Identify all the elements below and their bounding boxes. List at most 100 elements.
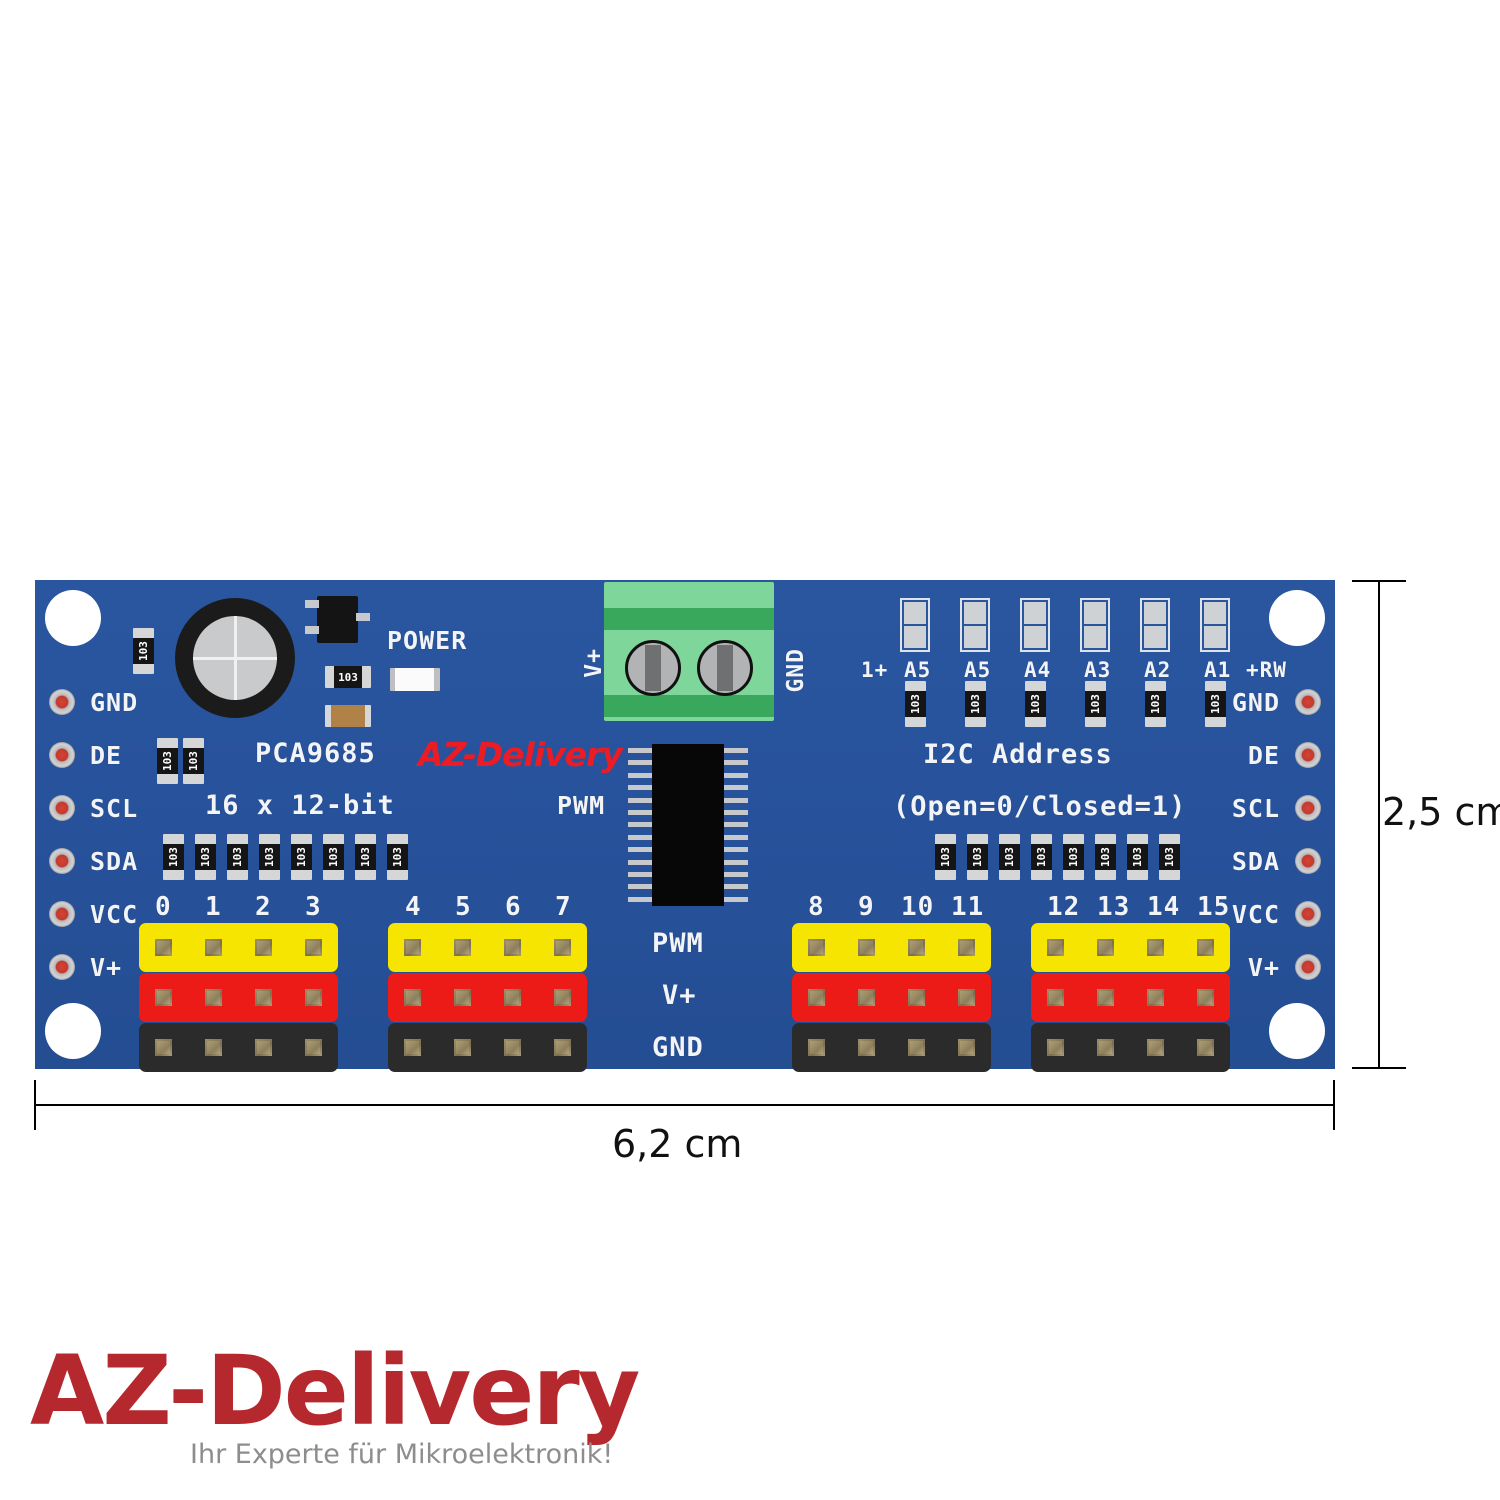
- dimension-tick-left: [34, 1080, 36, 1130]
- header-gnd-ch4-7[interactable]: [388, 1023, 587, 1072]
- pin-vplus-6[interactable]: [488, 973, 538, 1022]
- terminal-screw-vplus[interactable]: [625, 640, 681, 696]
- silk-channel-15: 15: [1197, 892, 1231, 922]
- pin-gnd-15[interactable]: [1180, 1023, 1230, 1072]
- smd-ferrite-bead: [325, 705, 371, 727]
- pin-gnd-10[interactable]: [892, 1023, 942, 1072]
- silk-right-pin-gnd: GND: [1231, 688, 1280, 717]
- dimension-line-horizontal: [35, 1104, 1335, 1106]
- header-gnd-ch8-11[interactable]: [792, 1023, 991, 1072]
- pin-gnd-0[interactable]: [139, 1023, 189, 1072]
- pin-vplus-5[interactable]: [438, 973, 488, 1022]
- pin-vplus-0[interactable]: [139, 973, 189, 1022]
- pin-gnd-8[interactable]: [792, 1023, 842, 1072]
- pin-vplus-4[interactable]: [388, 973, 438, 1022]
- header-gnd-ch12-15[interactable]: [1031, 1023, 1230, 1072]
- header-pwm-ch0-3[interactable]: [139, 923, 338, 972]
- header-gnd-ch0-3[interactable]: [139, 1023, 338, 1072]
- i2c-dip-switch-1[interactable]: [900, 598, 930, 652]
- pin-vplus-13[interactable]: [1081, 973, 1131, 1022]
- pin-vplus-15[interactable]: [1180, 973, 1230, 1022]
- pin-pwm-2[interactable]: [239, 923, 289, 972]
- pad-right-vplus: [1295, 954, 1321, 980]
- pin-gnd-13[interactable]: [1081, 1023, 1131, 1072]
- smd-resistor-left-8: 103: [387, 834, 408, 880]
- header-pwm-ch12-15[interactable]: [1031, 923, 1230, 972]
- i2c-dip-switch-3[interactable]: [1020, 598, 1050, 652]
- pin-vplus-12[interactable]: [1031, 973, 1081, 1022]
- pin-pwm-9[interactable]: [842, 923, 892, 972]
- silk-channel-6: 6: [505, 892, 522, 922]
- pin-gnd-4[interactable]: [388, 1023, 438, 1072]
- pin-pwm-3[interactable]: [288, 923, 338, 972]
- header-vplus-ch0-3[interactable]: [139, 973, 338, 1022]
- pin-gnd-1[interactable]: [189, 1023, 239, 1072]
- smd-resistor-right-5: 103: [1063, 834, 1084, 880]
- header-vplus-ch12-15[interactable]: [1031, 973, 1230, 1022]
- header-vplus-ch8-11[interactable]: [792, 973, 991, 1022]
- pin-pwm-4[interactable]: [388, 923, 438, 972]
- header-pwm-ch4-7[interactable]: [388, 923, 587, 972]
- pin-pwm-14[interactable]: [1131, 923, 1181, 972]
- smd-resistor-right-1: 103: [935, 834, 956, 880]
- terminal-screw-gnd[interactable]: [697, 640, 753, 696]
- smd-resistor-left-1: 103: [163, 834, 184, 880]
- smd-resistor-top-left: 103: [133, 628, 154, 674]
- i2c-dip-switch-2[interactable]: [960, 598, 990, 652]
- pin-vplus-8[interactable]: [792, 973, 842, 1022]
- silk-row-label-vplus: V+: [662, 980, 697, 1011]
- pad-left-sda: [49, 848, 75, 874]
- pin-pwm-5[interactable]: [438, 923, 488, 972]
- pin-pwm-11[interactable]: [941, 923, 991, 972]
- pin-gnd-5[interactable]: [438, 1023, 488, 1072]
- smd-resistor-de-1: 103: [157, 738, 178, 784]
- pin-gnd-7[interactable]: [537, 1023, 587, 1072]
- pin-pwm-0[interactable]: [139, 923, 189, 972]
- pin-gnd-2[interactable]: [239, 1023, 289, 1072]
- i2c-dip-switch-6[interactable]: [1200, 598, 1230, 652]
- smd-resistor-right-8: 103: [1159, 834, 1180, 880]
- pin-vplus-11[interactable]: [941, 973, 991, 1022]
- pin-gnd-14[interactable]: [1131, 1023, 1181, 1072]
- pin-gnd-9[interactable]: [842, 1023, 892, 1072]
- silk-left-pin-gnd: GND: [90, 688, 139, 717]
- smd-resistor-i2c-5: 103: [1145, 681, 1166, 727]
- screw-terminal-block[interactable]: [604, 582, 774, 721]
- i2c-dip-switch-4[interactable]: [1080, 598, 1110, 652]
- pin-vplus-14[interactable]: [1131, 973, 1181, 1022]
- silk-left-pin-vcc: VCC: [90, 900, 139, 929]
- silk-right-pin-vplus: V+: [1247, 953, 1280, 982]
- silk-channel-13: 13: [1097, 892, 1131, 922]
- pin-vplus-2[interactable]: [239, 973, 289, 1022]
- pin-gnd-3[interactable]: [288, 1023, 338, 1072]
- smd-resistor-i2c-6: 103: [1205, 681, 1226, 727]
- mounting-hole-bottom-right: [1269, 1003, 1325, 1059]
- pin-gnd-11[interactable]: [941, 1023, 991, 1072]
- pin-vplus-3[interactable]: [288, 973, 338, 1022]
- pin-vplus-10[interactable]: [892, 973, 942, 1022]
- silk-terminal-gnd: GND: [783, 648, 809, 693]
- pin-vplus-1[interactable]: [189, 973, 239, 1022]
- pin-pwm-13[interactable]: [1081, 923, 1131, 972]
- pin-pwm-12[interactable]: [1031, 923, 1081, 972]
- pin-pwm-1[interactable]: [189, 923, 239, 972]
- pin-gnd-6[interactable]: [488, 1023, 538, 1072]
- pin-vplus-9[interactable]: [842, 973, 892, 1022]
- power-led: [390, 668, 440, 691]
- smd-capacitor-103: 103: [325, 666, 371, 688]
- smd-resistor-i2c-2: 103: [965, 681, 986, 727]
- pin-gnd-12[interactable]: [1031, 1023, 1081, 1072]
- pin-pwm-8[interactable]: [792, 923, 842, 972]
- header-pwm-ch8-11[interactable]: [792, 923, 991, 972]
- dimension-tick-right: [1333, 1080, 1335, 1130]
- pin-pwm-6[interactable]: [488, 923, 538, 972]
- brand-name: AZ-Delivery: [30, 1335, 640, 1447]
- dimension-line-vertical: [1378, 580, 1380, 1069]
- pin-vplus-7[interactable]: [537, 973, 587, 1022]
- header-vplus-ch4-7[interactable]: [388, 973, 587, 1022]
- silk-i2c-address-title: I2C Address: [923, 739, 1113, 770]
- i2c-dip-switch-5[interactable]: [1140, 598, 1170, 652]
- pin-pwm-10[interactable]: [892, 923, 942, 972]
- pin-pwm-15[interactable]: [1180, 923, 1230, 972]
- pin-pwm-7[interactable]: [537, 923, 587, 972]
